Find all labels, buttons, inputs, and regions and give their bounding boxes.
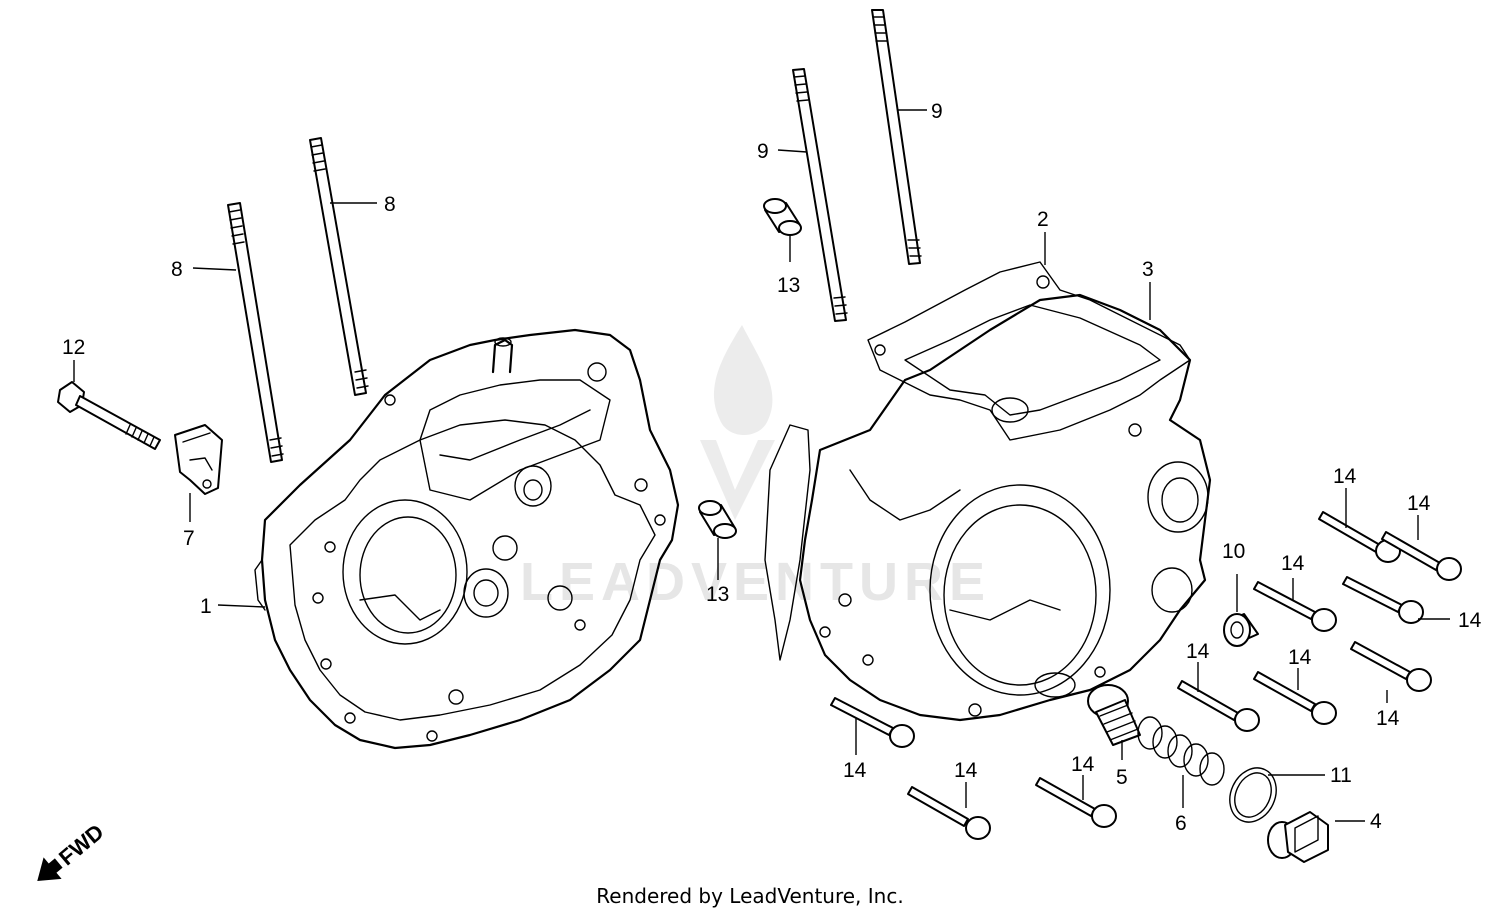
callout-13-lower: 13 — [706, 583, 729, 606]
callout-9-left: 9 — [757, 140, 769, 163]
cable-clip-7 — [174, 424, 223, 495]
bolt-14-e — [1350, 641, 1432, 692]
callout-14-e: 14 — [1376, 707, 1400, 730]
fwd-arrow: FWD — [37, 819, 109, 881]
bolt-12 — [57, 381, 161, 450]
callout-14-f: 14 — [1288, 646, 1312, 669]
bolt-14-g — [1177, 680, 1260, 732]
callout-11: 11 — [1330, 764, 1352, 787]
stud-bolt-9-left — [792, 68, 848, 322]
callout-labels: 1 2 3 4 5 6 7 8 8 9 9 10 11 12 13 13 14 … — [62, 100, 1482, 835]
collar-10 — [1223, 613, 1259, 647]
callout-6: 6 — [1175, 812, 1187, 835]
callout-9-right: 9 — [931, 100, 943, 123]
callout-14-h: 14 — [843, 759, 867, 782]
dowel-pin-13-upper — [763, 198, 802, 236]
leadventure-watermark-logo: LEADVENTURE — [520, 325, 991, 612]
callout-4: 4 — [1370, 810, 1382, 833]
callout-14-j: 14 — [1071, 753, 1095, 776]
left-crankcase-half — [254, 328, 680, 750]
spring-6 — [1137, 716, 1225, 786]
flange-bolts-14 — [830, 511, 1462, 840]
callout-8-right: 8 — [384, 193, 396, 216]
leader-lines — [73, 109, 1450, 822]
callout-13-upper: 13 — [777, 274, 800, 297]
drain-plug-4 — [1267, 811, 1329, 863]
bolt-14-i — [907, 786, 991, 840]
callout-8-left: 8 — [171, 258, 183, 281]
o-ring-11 — [1229, 767, 1277, 823]
arrow-icon — [37, 857, 63, 881]
callout-10: 10 — [1222, 540, 1245, 563]
bolt-14-f — [1253, 671, 1337, 725]
watermark-text: LEADVENTURE — [520, 552, 991, 612]
callout-5: 5 — [1116, 766, 1128, 789]
callout-14-b: 14 — [1407, 492, 1431, 515]
callout-14-i: 14 — [954, 759, 978, 782]
callout-14-c: 14 — [1281, 552, 1305, 575]
crankcase-gasket — [867, 261, 1191, 441]
dowel-pin-13-lower — [698, 500, 737, 539]
stud-bolt-8-left — [227, 202, 284, 463]
right-crankcase-half — [764, 261, 1212, 722]
stud-bolt-9-right — [871, 9, 922, 265]
callout-14-d: 14 — [1458, 609, 1482, 632]
callout-3: 3 — [1142, 258, 1154, 281]
callout-12: 12 — [62, 336, 85, 359]
bolt-14-d — [1342, 576, 1424, 624]
bolt-14-j — [1035, 777, 1117, 828]
footer-credit: Rendered by LeadVenture, Inc. — [596, 884, 904, 908]
bolt-14-b — [1381, 531, 1462, 581]
callout-1: 1 — [200, 595, 212, 618]
callout-2: 2 — [1037, 208, 1049, 231]
callout-14-g: 14 — [1186, 640, 1210, 663]
oil-strainer-screen-5 — [1087, 684, 1141, 746]
fwd-label: FWD — [54, 819, 108, 870]
bolt-14-c — [1253, 581, 1337, 632]
callout-14-a: 14 — [1333, 465, 1357, 488]
callout-7: 7 — [183, 527, 195, 550]
stud-bolt-8-right — [309, 137, 369, 396]
bolt-14-h — [830, 697, 915, 748]
